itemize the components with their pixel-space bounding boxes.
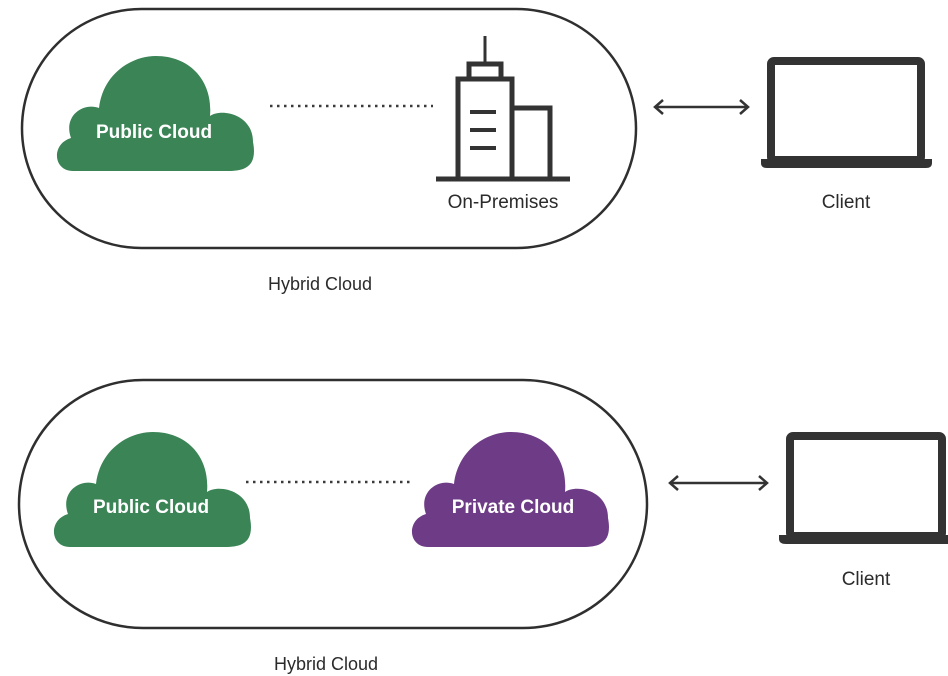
on-premises-label: On-Premises [448,192,559,213]
hybrid-cloud-boundary [17,378,649,630]
public-cloud-label: Public Cloud [96,122,212,143]
hybrid-cloud-label: Hybrid Cloud [268,274,372,294]
hybrid-cloud-boundary [20,7,638,250]
cloud-icon [53,432,251,547]
public-cloud-icon: Public Cloud [56,56,254,171]
private-cloud-icon: Private Cloud [411,432,609,547]
laptop-icon [779,432,948,544]
building-annex [509,105,553,182]
client-label: Client [822,192,871,213]
laptop-screen [767,57,925,164]
public-cloud-icon: Public Cloud [53,432,251,547]
bottom-diagram: Public Cloud Private Cloud Client Hybrid… [17,378,948,674]
laptop-base [779,535,948,544]
laptop-screen [786,432,946,540]
hybrid-cloud-label: Hybrid Cloud [274,654,378,674]
laptop-base [761,159,932,168]
private-cloud-label: Private Cloud [452,497,574,518]
public-cloud-label: Public Cloud [93,497,209,518]
double-arrow-icon [668,475,769,491]
top-diagram: Public Cloud On-Premises [20,7,932,294]
cloud-icon [411,432,609,547]
office-building-icon [436,36,570,182]
client-label: Client [842,569,891,590]
laptop-icon [761,57,932,168]
double-arrow-icon [653,99,750,115]
cloud-icon [56,56,254,171]
